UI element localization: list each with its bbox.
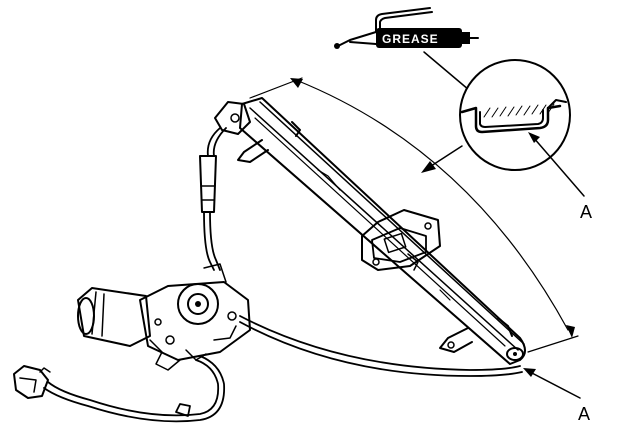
inset-to-rail-arrow <box>421 145 463 173</box>
callout-label-a-upper: A <box>580 202 592 222</box>
rail-length-dimension <box>249 77 579 353</box>
regulator-cable <box>199 127 523 377</box>
regulator-rail <box>214 97 526 365</box>
callout-a-lower-leader <box>523 368 581 399</box>
callout-a-upper-leader <box>528 132 585 197</box>
motor-wire-harness <box>43 355 225 423</box>
grease-tube-icon: GREASE <box>334 7 479 49</box>
grease-hatch <box>478 103 556 120</box>
glass-carriage <box>361 209 441 271</box>
grease-detail-inset <box>459 59 571 171</box>
grease-label: GREASE <box>382 32 439 46</box>
regulator-motor <box>77 263 251 371</box>
callout-label-a-lower: A <box>578 404 590 424</box>
harness-connector-icon <box>13 365 51 399</box>
